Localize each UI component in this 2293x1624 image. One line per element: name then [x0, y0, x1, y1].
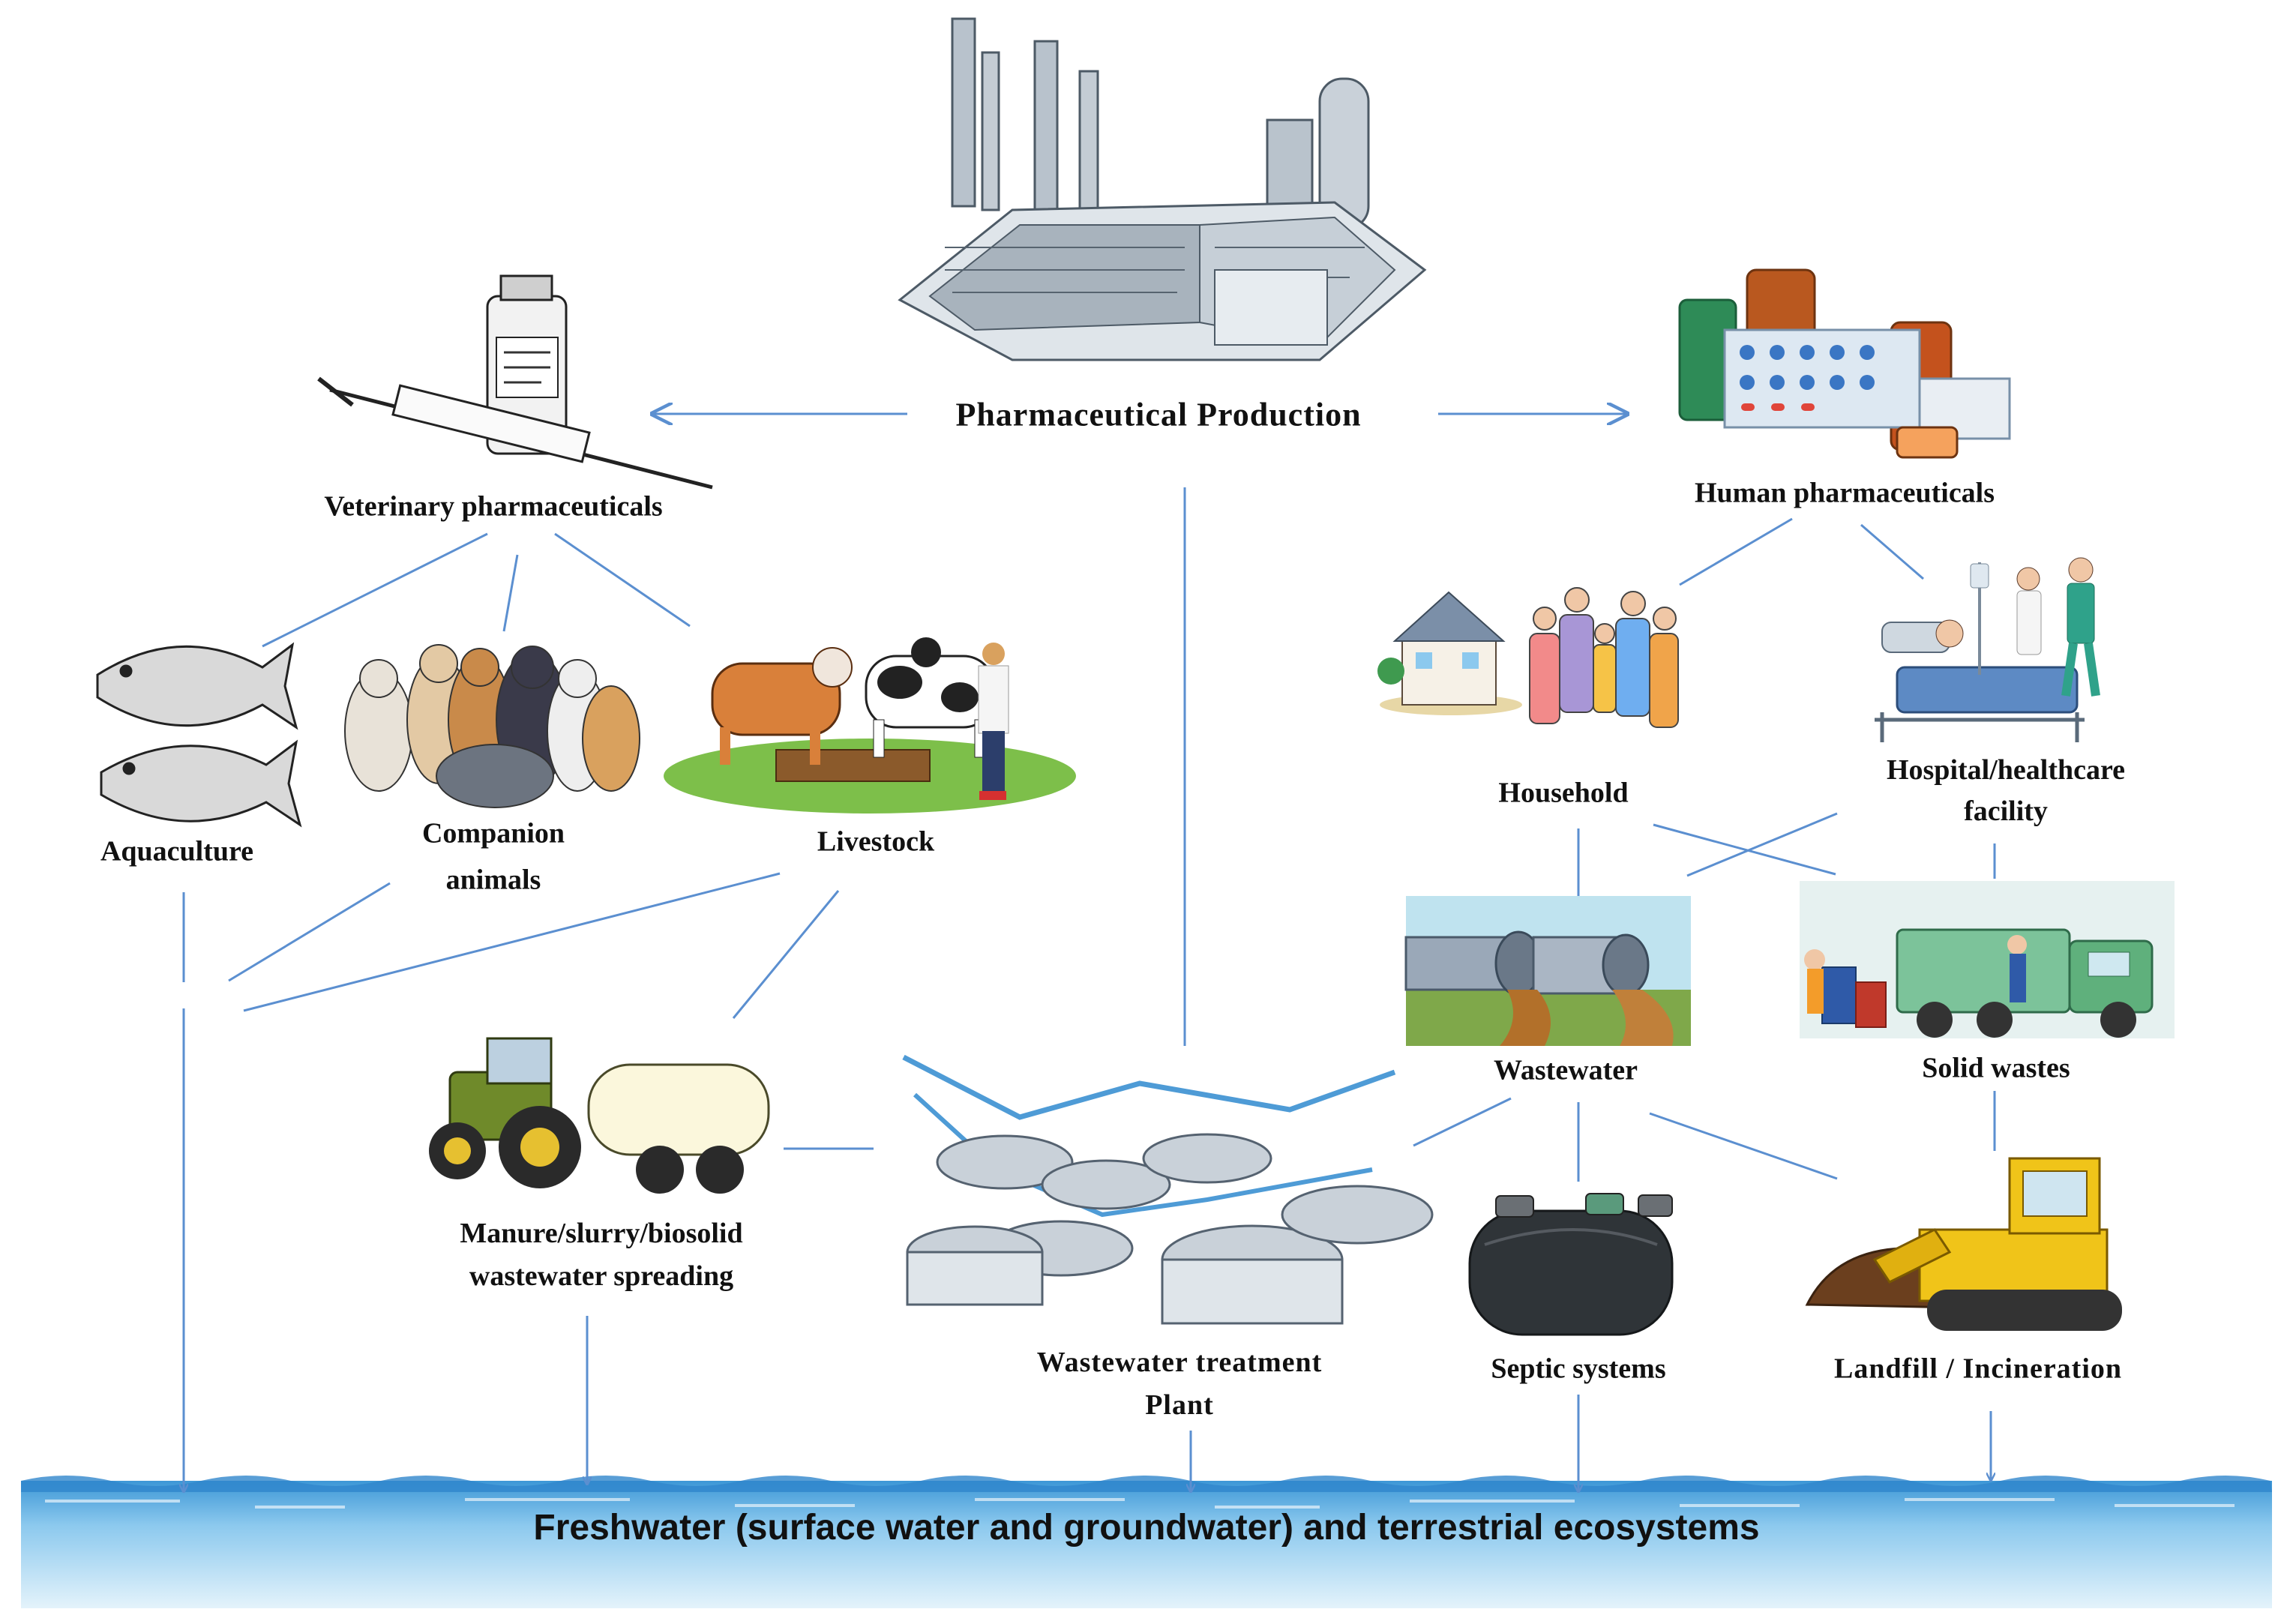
wastewater-text: Wastewater	[1493, 1054, 1638, 1086]
line-hospital-to-wastewater	[1686, 812, 1838, 877]
medicine-bottles-icon	[1678, 268, 2011, 459]
septic-tank-icon	[1468, 1193, 1674, 1336]
solid-wastes-text: Solid wastes	[1922, 1052, 2070, 1084]
syringe-vial-icon	[317, 274, 713, 490]
label-solid-wastes: Solid wastes	[1922, 1050, 2070, 1086]
label-landfill-incineration: Landfill / Incineration	[1834, 1350, 2122, 1387]
label-manure-spreading: Manure/slurry/biosolid wastewater spread…	[460, 1212, 742, 1298]
manure-line-1: Manure/slurry/biosolid	[460, 1218, 743, 1249]
veterinary-pharmaceuticals-text: Veterinary pharmaceuticals	[324, 490, 663, 523]
label-pharmaceutical-production: Pharmaceutical Production	[955, 393, 1361, 436]
freshwater-ecosystems-label: Freshwater (surface water and groundwate…	[533, 1508, 1760, 1548]
family-house-icon	[1377, 587, 1679, 728]
line-wastewater-to-landfill	[1649, 1112, 1838, 1180]
aquaculture-text: Aquaculture	[100, 835, 254, 867]
label-wwtp: Wastewater treatment Plant	[1037, 1341, 1323, 1427]
label-wastewater: Wastewater	[1494, 1052, 1638, 1089]
hospital-bed-icon	[1875, 557, 2100, 742]
label-hospital: Hospital/healthcare facility	[1887, 750, 2125, 832]
line-livestock-to-junction	[243, 872, 781, 1012]
companion-animals-line-1: Companion	[421, 817, 565, 849]
connectors	[184, 414, 1996, 1492]
line-wastewater-to-wwtp	[1413, 1097, 1512, 1147]
cows-icon	[664, 637, 1076, 813]
line-vet-to-aquaculture	[262, 532, 488, 648]
label-livestock: Livestock	[817, 823, 934, 860]
line-companion-to-junction	[228, 882, 391, 982]
label-household: Household	[1498, 775, 1628, 811]
septic-systems-text: Septic systems	[1491, 1353, 1666, 1385]
tractor-tanker-icon	[429, 1037, 770, 1194]
bulldozer-icon	[1805, 1157, 2122, 1331]
human-pharmaceuticals-text: Human pharmaceuticals	[1694, 477, 1995, 509]
line-livestock-to-manure	[732, 890, 840, 1019]
water-band	[21, 1476, 2272, 1608]
wastewater-pipes-icon	[1404, 896, 1691, 1046]
line-human-to-hospital	[1860, 523, 1924, 580]
wwtp-line-2: Plant	[1145, 1389, 1214, 1421]
garbage-truck-icon	[1800, 881, 2175, 1038]
line-vet-to-companion	[502, 554, 519, 632]
line-household-to-solid-wastes	[1653, 823, 1836, 876]
wwtp-line-1: Wastewater treatment	[1036, 1347, 1323, 1378]
manure-line-2: wastewater spreading	[469, 1260, 734, 1292]
companion-animals-line-2: animals	[445, 864, 541, 895]
fish-icon	[96, 642, 302, 828]
hospital-line-1: Hospital/healthcare	[1886, 754, 2126, 786]
treatment-plant-icon	[902, 1054, 1434, 1325]
label-companion-animals: Companion animals	[422, 811, 565, 903]
cats-icon	[344, 644, 640, 808]
livestock-text: Livestock	[817, 825, 935, 858]
hospital-line-2: facility	[1964, 796, 2048, 827]
label-aquaculture: Aquaculture	[100, 833, 253, 870]
label-human-pharmaceuticals: Human pharmaceuticals	[1695, 475, 1995, 511]
label-septic-systems: Septic systems	[1491, 1350, 1665, 1387]
pharmaceutical-production-text: Pharmaceutical Production	[955, 396, 1362, 433]
landfill-text: Landfill / Incineration	[1833, 1353, 2123, 1385]
line-vet-to-livestock	[554, 532, 691, 628]
factory-icon	[898, 17, 1427, 361]
label-veterinary-pharmaceuticals: Veterinary pharmaceuticals	[324, 488, 662, 525]
household-text: Household	[1498, 777, 1629, 809]
line-human-to-household	[1679, 517, 1793, 586]
